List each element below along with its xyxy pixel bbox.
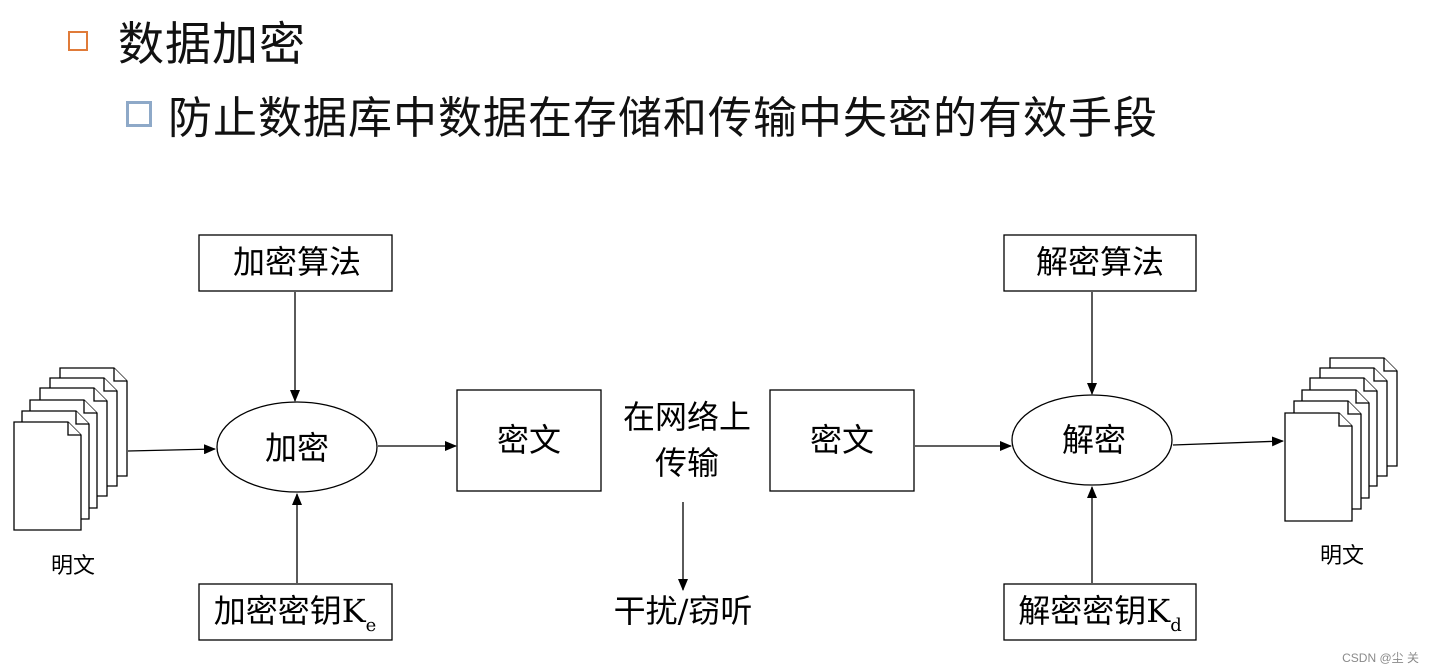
ciphertext-left-label: 密文 — [497, 421, 561, 459]
subtitle-bullet: 防止数据库中数据在存储和传输中失密的有效手段 — [126, 82, 1158, 146]
network-transmission-label-line2: 传输 — [655, 444, 719, 482]
plaintext-right-label: 明文 — [1320, 544, 1364, 569]
page-title: 数据加密 — [118, 17, 306, 71]
decrypt-key-box — [1003, 583, 1197, 641]
decrypt-algorithm-box — [1003, 234, 1197, 292]
title-bullet-square-icon — [68, 31, 88, 51]
page-subtitle: 防止数据库中数据在存储和传输中失密的有效手段 — [168, 93, 1158, 144]
network-transmission-label-line1: 在网络上 — [623, 398, 751, 436]
subtitle-bullet-square-icon — [126, 101, 152, 127]
title-bullet: 数据加密 — [68, 8, 306, 74]
arrow-decrypt-to-plaintext — [1172, 436, 1284, 447]
plaintext-left-label: 明文 — [51, 554, 95, 579]
encrypt-label: 加密 — [265, 429, 329, 467]
encrypt-algorithm-label: 加密算法 — [233, 243, 361, 281]
decrypt-ellipse — [1011, 394, 1173, 486]
encrypt-key-box — [198, 583, 393, 641]
decrypt-key-label: 解密密钥Kd — [1018, 592, 1181, 636]
encrypt-ellipse — [216, 401, 378, 493]
watermark: CSDN @尘 关 — [1342, 651, 1419, 665]
encrypt-algorithm-box — [198, 234, 393, 292]
arrow-plaintext-to-encrypt — [127, 444, 216, 455]
plaintext-documents-right-icon — [1284, 357, 1398, 522]
interference-label: 干扰/窃听 — [614, 592, 753, 630]
decrypt-label: 解密 — [1062, 421, 1126, 459]
ciphertext-right-label: 密文 — [810, 421, 874, 459]
plaintext-documents-left-icon — [13, 367, 128, 531]
decrypt-algorithm-label: 解密算法 — [1036, 243, 1164, 281]
ciphertext-box-right — [769, 389, 915, 492]
encrypt-key-label: 加密密钥Ke — [214, 592, 377, 636]
ciphertext-box-left — [456, 389, 602, 492]
